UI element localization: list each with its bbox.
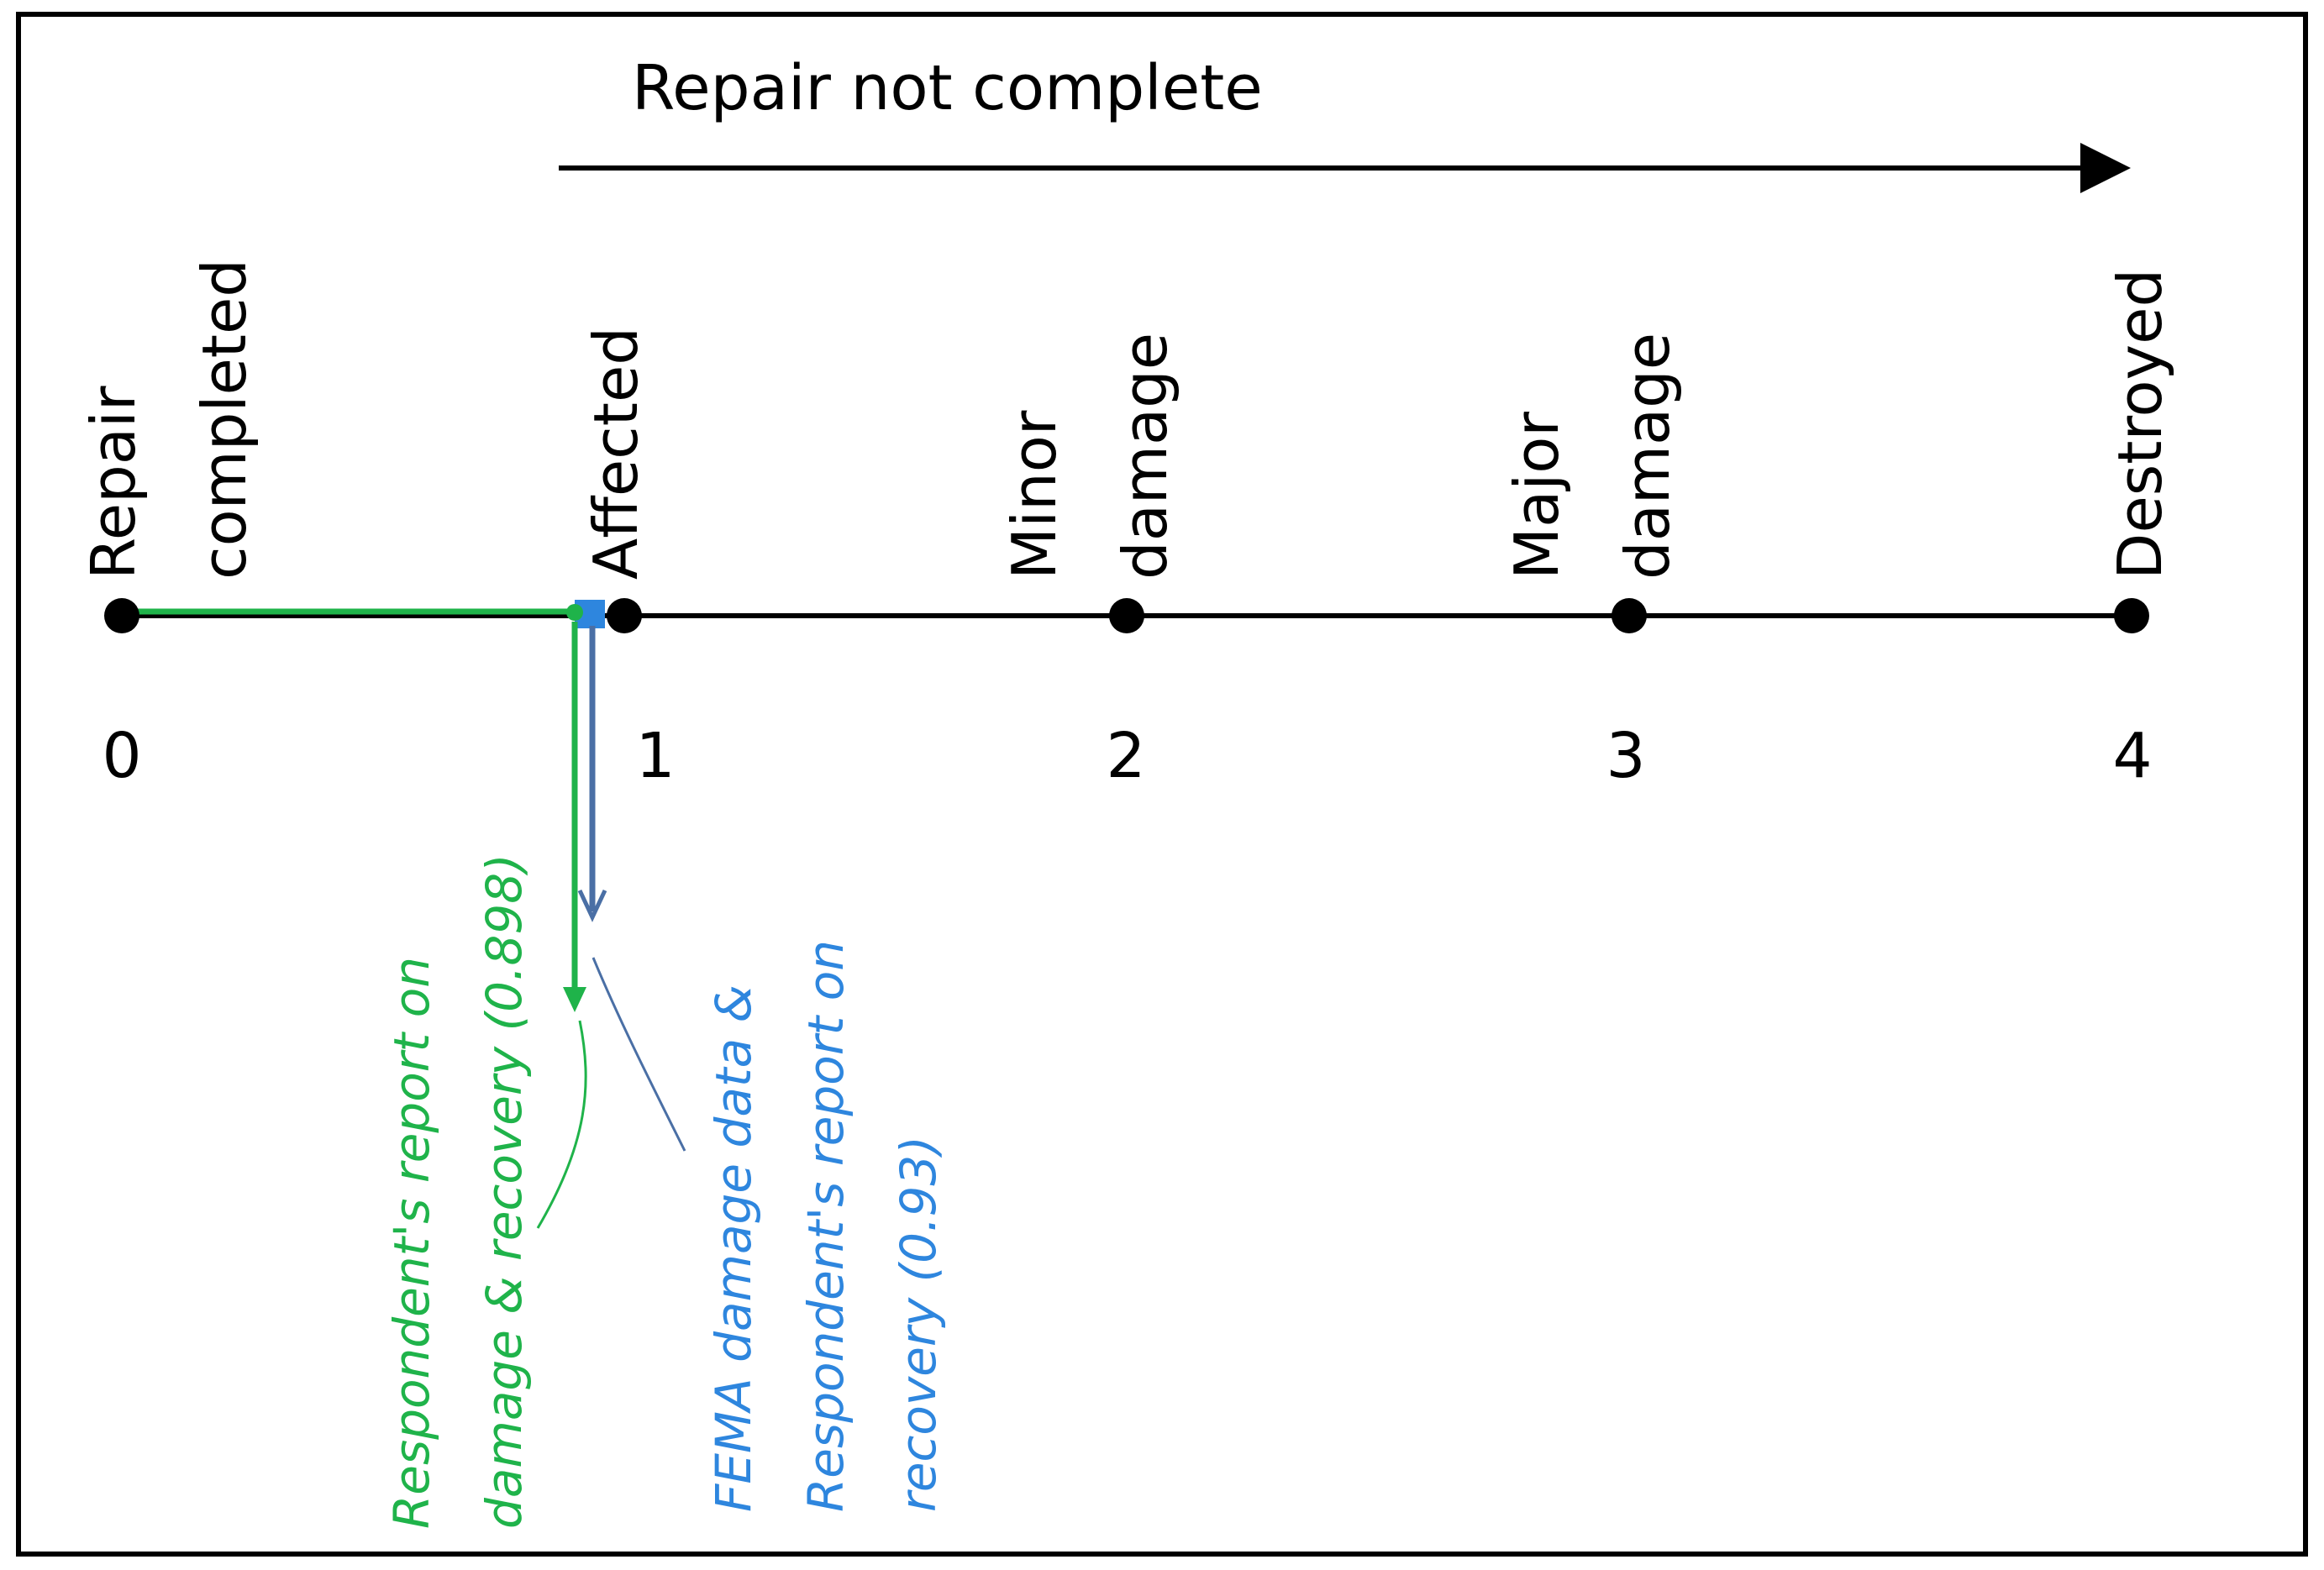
scale-point-3 bbox=[1612, 598, 1647, 633]
scale-tick-label-1: 1 bbox=[635, 720, 675, 792]
respondent-arrow-head bbox=[563, 987, 586, 1012]
scale-tick-label-0: 0 bbox=[102, 720, 141, 792]
respondent-leader-line bbox=[536, 1020, 587, 1229]
scale-tick-label-3: 3 bbox=[1606, 720, 1645, 792]
scale-point-name-2-line-1: Minor bbox=[999, 410, 1070, 580]
respondent-annotation-line-2: damage & recovery (0.898) bbox=[476, 853, 533, 1529]
scale-point-name-2-line-2: damage bbox=[1110, 333, 1180, 580]
fema-annotation-line-1: FEMA damage data & bbox=[705, 985, 762, 1512]
respondent-annotation-line-1: Respondent's report on bbox=[383, 957, 440, 1529]
diagram-frame bbox=[16, 12, 2308, 1557]
fema-annotation-line-3: recovery (0.93) bbox=[890, 1136, 947, 1512]
scale-tick-label-4: 4 bbox=[2112, 720, 2152, 792]
scale-tick-label-2: 2 bbox=[1106, 720, 1145, 792]
scale-point-4 bbox=[2114, 598, 2149, 633]
scale-point-2 bbox=[1109, 598, 1144, 633]
scale-point-name-0-line-2: completed bbox=[189, 259, 260, 580]
scale-point-name-0-line-1: Repair bbox=[78, 386, 149, 580]
scale-point-name-1-line-1: Affected bbox=[581, 327, 651, 580]
fema-arrow-head bbox=[577, 889, 607, 922]
scale-point-1 bbox=[607, 598, 642, 633]
scale-point-name-3-line-2: damage bbox=[1612, 333, 1683, 580]
scale-point-name-3-line-1: Major bbox=[1501, 412, 1572, 580]
scale-point-0 bbox=[104, 598, 139, 633]
respondent-marker bbox=[566, 604, 583, 621]
fema-leader-line bbox=[592, 957, 686, 1152]
header-title: Repair not complete bbox=[632, 52, 1263, 124]
scale-point-name-4-line-1: Destroyed bbox=[2105, 269, 2175, 580]
fema-annotation-line-2: Respondent's report on bbox=[797, 940, 854, 1512]
